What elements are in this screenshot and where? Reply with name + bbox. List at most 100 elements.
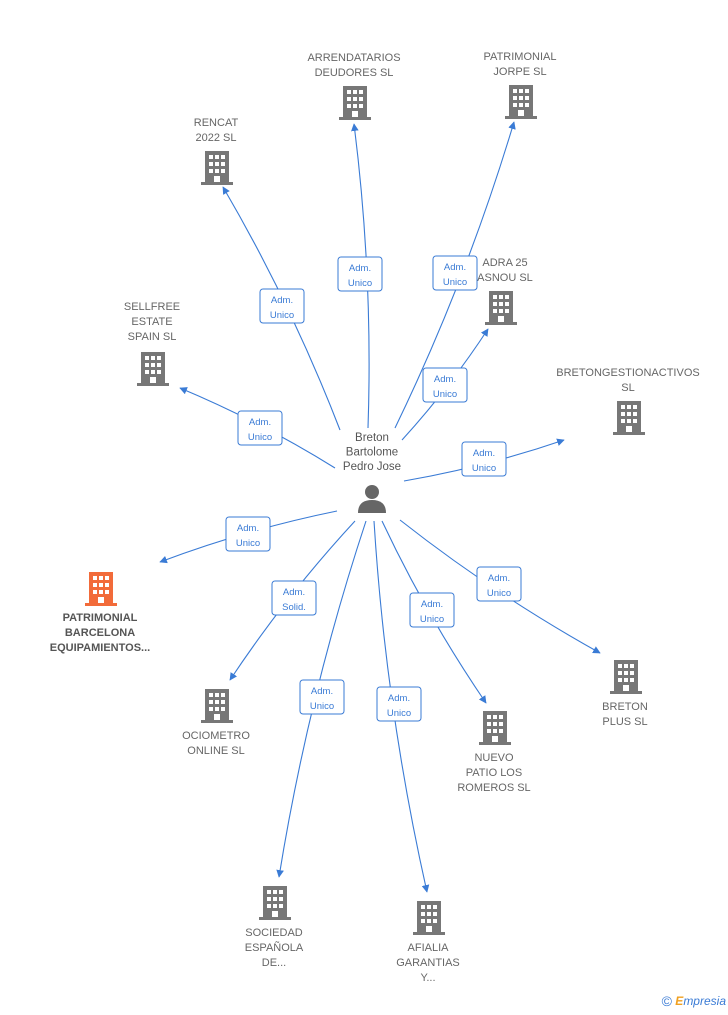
- relation-text: Adm.: [271, 295, 293, 306]
- building-icon[interactable]: [610, 660, 642, 694]
- relation-badge-patrimonial-jorpe[interactable]: Adm.Unico: [432, 255, 478, 291]
- person-icon: [358, 485, 386, 513]
- relation-text: Adm.: [237, 523, 259, 534]
- empresia-brand[interactable]: © Empresia: [662, 993, 726, 1009]
- building-icon[interactable]: [259, 886, 291, 920]
- relation-badge-box: [461, 441, 507, 477]
- company-label-adra[interactable]: ADRA 25 ASNOU SL: [477, 257, 533, 284]
- relation-text: Unico: [236, 538, 260, 549]
- company-label-line: SL: [621, 382, 634, 394]
- company-label-line: BRETONGESTIONACTIVOS: [556, 367, 699, 379]
- company-label-afialia[interactable]: AFIALIAGARANTIASY...: [396, 942, 460, 984]
- relation-badge-afialia[interactable]: Adm. Unico: [376, 686, 422, 722]
- building-icon[interactable]: [201, 151, 233, 185]
- relation-text: Adm.: [311, 686, 333, 697]
- company-label-line: PLUS SL: [602, 716, 647, 728]
- relation-badge-bretongestion[interactable]: Adm. Unico: [461, 441, 507, 477]
- company-label-line: AFIALIA: [408, 942, 450, 954]
- company-label-line: ADRA 25: [482, 257, 527, 269]
- building-icon[interactable]: [413, 901, 445, 935]
- company-label-line: SELLFREE: [124, 301, 180, 313]
- relation-text: Unico: [433, 389, 457, 400]
- relation-text: Unico: [420, 614, 444, 625]
- building-icon[interactable]: [485, 291, 517, 325]
- relation-text: Adm.: [249, 417, 271, 428]
- company-label-line: ESPAÑOLA: [245, 941, 304, 954]
- building-icon[interactable]: [505, 85, 537, 119]
- brand-initial: E: [675, 994, 684, 1008]
- relation-text: Unico: [248, 432, 272, 443]
- relation-badge-arrendatarios[interactable]: Adm. Unico: [337, 256, 383, 292]
- company-label-line: BRETON: [602, 701, 648, 713]
- company-label-bretongestion[interactable]: BRETONGESTIONACTIVOS SL: [556, 367, 699, 394]
- center-person-label: Pedro Jose: [343, 461, 401, 473]
- company-label-line: ESTATE: [131, 316, 172, 328]
- company-label-line: ASNOU SL: [477, 272, 533, 284]
- company-label-line: ONLINE SL: [187, 745, 244, 757]
- relation-badge-breton-plus[interactable]: Adm.Unico: [476, 566, 522, 602]
- company-label-line: 2022 SL: [196, 132, 237, 144]
- relation-text: Unico: [472, 463, 496, 474]
- relation-badge-box: [225, 516, 271, 552]
- copyright-icon: ©: [661, 993, 672, 1009]
- center-person-label: Breton: [355, 432, 389, 444]
- relation-badge-box: [299, 679, 345, 715]
- company-label-line: JORPE SL: [493, 66, 546, 78]
- company-label-line: GARANTIAS: [396, 957, 460, 969]
- company-label-sociedad[interactable]: SOCIEDAD ESPAÑOLA DE...: [245, 927, 304, 969]
- relation-badge-box: [476, 566, 522, 602]
- relation-text: Adm.: [473, 448, 495, 459]
- company-label-line: ARRENDATARIOS: [307, 52, 400, 64]
- relation-text: Unico: [348, 278, 372, 289]
- relation-text: Adm.: [388, 693, 410, 704]
- relation-text: Unico: [387, 708, 411, 719]
- relation-badge-ociometro[interactable]: Adm.Solid.: [271, 580, 317, 616]
- relation-text: Adm.: [349, 263, 371, 274]
- relation-badge-adra[interactable]: Adm. Unico: [422, 367, 468, 403]
- relation-text: Adm.: [434, 374, 456, 385]
- company-label-line: RENCAT: [194, 117, 239, 129]
- company-label-line: BARCELONA: [65, 627, 135, 639]
- company-label-line: DEUDORES SL: [315, 67, 394, 79]
- company-label-rencat[interactable]: RENCAT 2022 SL: [194, 117, 239, 144]
- company-label-line: SPAIN SL: [128, 331, 177, 343]
- relation-badge-nuevo-patio[interactable]: Adm.Unico: [409, 592, 455, 628]
- relation-badge-box: [432, 255, 478, 291]
- company-label-line: EQUIPAMIENTOS...: [50, 642, 150, 654]
- relation-badge-rencat[interactable]: Adm. Unico: [259, 288, 305, 324]
- relation-text: Unico: [270, 310, 294, 321]
- company-label-patrimonial-barcelona[interactable]: PATRIMONIAL BARCELONA EQUIPAMIENTOS...: [50, 612, 150, 654]
- building-icon[interactable]: [137, 352, 169, 386]
- building-icon[interactable]: [201, 689, 233, 723]
- company-label-arrendatarios[interactable]: ARRENDATARIOS DEUDORES SL: [307, 52, 400, 79]
- company-label-line: PATRIMONIAL: [484, 51, 557, 63]
- relation-badge-box: [237, 410, 283, 446]
- company-label-breton-plus[interactable]: BRETON PLUS SL: [602, 701, 648, 728]
- relation-text: Adm.: [283, 587, 305, 598]
- relation-badge-box: [337, 256, 383, 292]
- relation-badge-box: [259, 288, 305, 324]
- company-label-sellfree[interactable]: SELLFREE ESTATE SPAIN SL: [124, 301, 180, 343]
- building-icon[interactable]: [85, 572, 117, 606]
- company-nodes-layer: ARRENDATARIOS DEUDORES SL PATRIMONIAL JORPE…: [50, 51, 700, 984]
- brand-name: mpresia: [683, 994, 726, 1008]
- relation-badge-sellfree[interactable]: Adm. Unico: [237, 410, 283, 446]
- company-label-line: PATRIMONIAL: [63, 612, 138, 624]
- relation-text: Unico: [487, 588, 511, 599]
- company-label-line: DE...: [262, 957, 286, 969]
- relation-badge-box: [271, 580, 317, 616]
- building-icon[interactable]: [613, 401, 645, 435]
- building-icon[interactable]: [339, 86, 371, 120]
- relation-badge-box: [422, 367, 468, 403]
- building-icon[interactable]: [479, 711, 511, 745]
- relation-badge-sociedad[interactable]: Adm.Unico: [299, 679, 345, 715]
- relation-labels-layer: Adm.UnicoAdm.UnicoAdm.UnicoAdm.UnicoAdm.…: [225, 255, 522, 722]
- company-label-patrimonial-jorpe[interactable]: PATRIMONIAL JORPE SL: [484, 51, 557, 78]
- company-label-line: SOCIEDAD: [245, 927, 303, 939]
- relation-text: Adm.: [444, 262, 466, 273]
- relation-badge-patrimonial-barcelona[interactable]: Adm. Unico: [225, 516, 271, 552]
